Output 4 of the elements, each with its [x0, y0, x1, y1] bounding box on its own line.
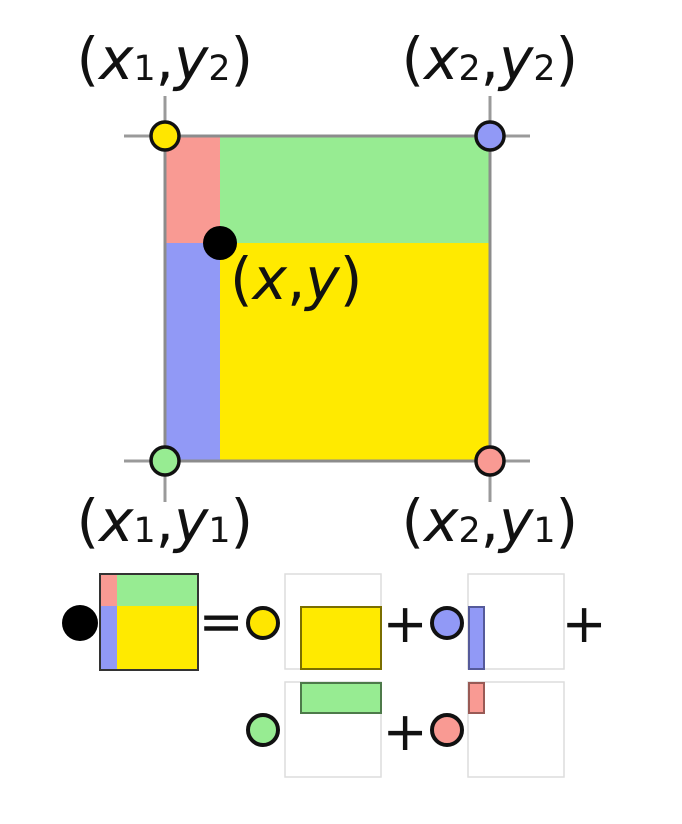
plus-sign: +: [382, 705, 428, 759]
plus-sign: +: [382, 597, 428, 651]
equals-sign: =: [198, 595, 244, 649]
plus-sign: +: [562, 597, 607, 651]
